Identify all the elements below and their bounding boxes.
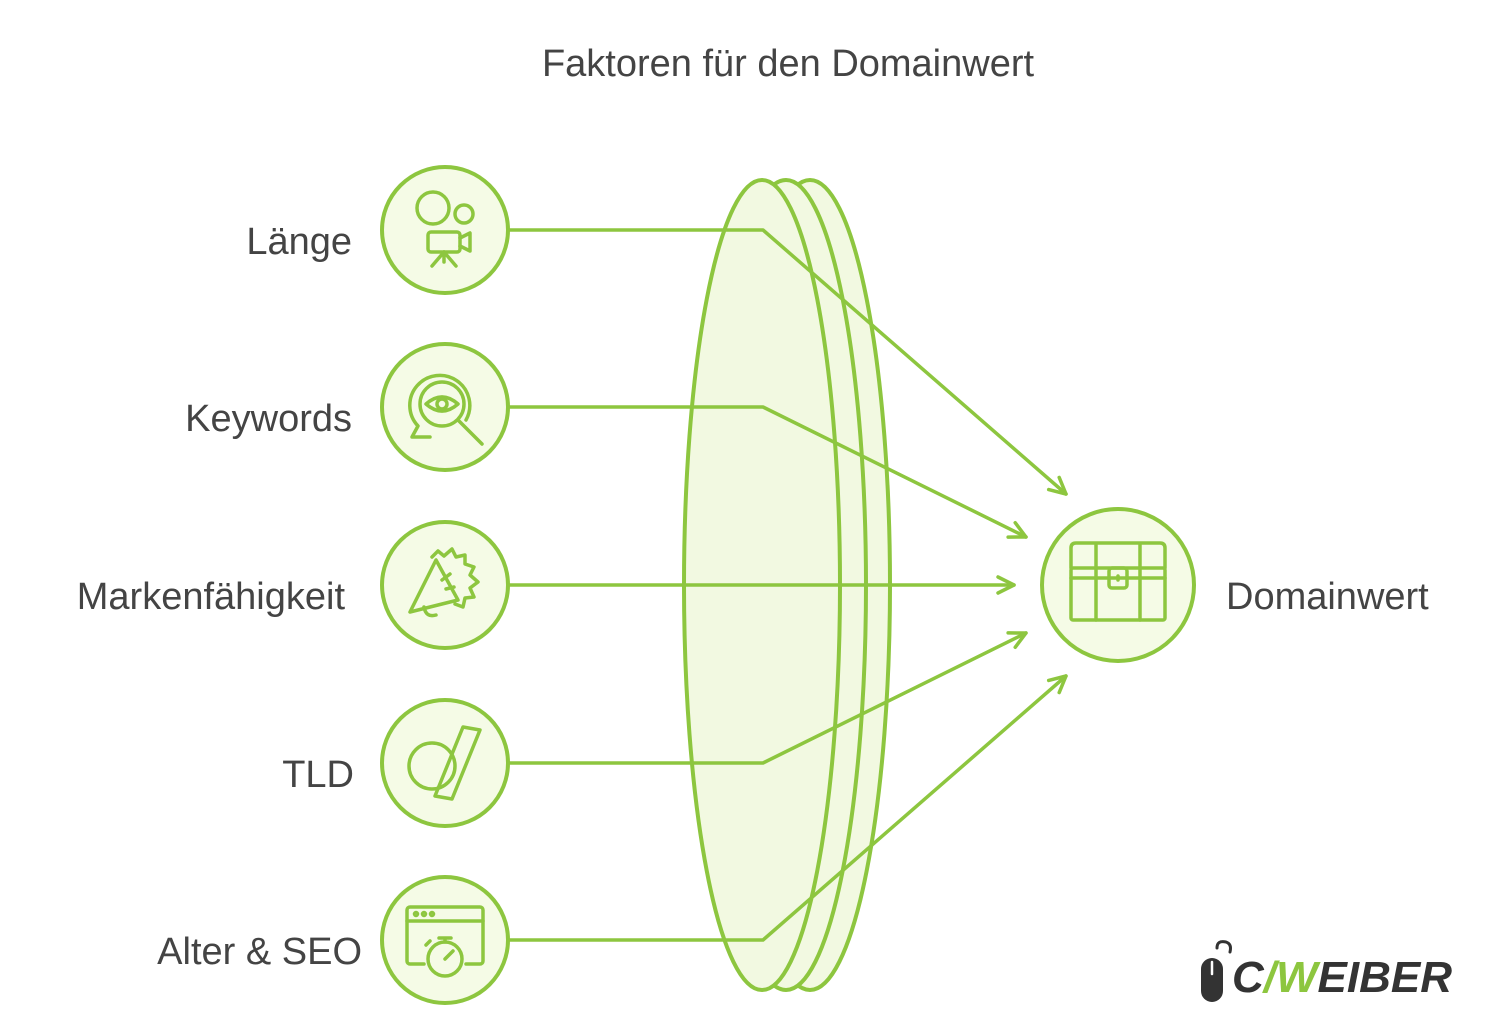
eye-magnifier-icon — [408, 373, 484, 446]
factor-label: TLD — [282, 754, 354, 796]
circle-slash-icon — [407, 725, 482, 801]
brand-accent-letter: W — [1276, 953, 1321, 1002]
factor-node-alter-seo: Alter & SEO — [157, 875, 510, 1005]
factor-node-laenge: Länge — [246, 165, 510, 295]
factor-label: Alter & SEO — [157, 931, 362, 973]
factor-label: Keywords — [185, 398, 352, 440]
arrow-keywords — [506, 405, 1028, 539]
browser-stopwatch-icon — [405, 905, 485, 978]
arrow-laenge — [506, 228, 1068, 496]
factor-label: Markenfähigkeit — [77, 576, 346, 618]
arrow-alter-seo — [506, 674, 1068, 942]
factor-node-tld: TLD — [282, 698, 510, 828]
megaphone-badge-icon — [408, 547, 480, 618]
brand-prefix: C — [1232, 953, 1265, 1002]
target-label: Domainwert — [1226, 576, 1429, 618]
camera-tripod-icon — [415, 190, 475, 268]
factor-node-markenfaehigkeit: Markenfähigkeit — [77, 520, 510, 650]
factor-label: Länge — [246, 221, 352, 263]
brand-wordmark: C/WEIBER — [1232, 953, 1452, 1002]
target-node-domainwert: Domainwert — [1040, 507, 1429, 663]
brand-logo: C/WEIBER — [1201, 940, 1452, 1002]
connector-arrows — [506, 228, 1068, 942]
page-title: Faktoren für den Domainwert — [542, 43, 1035, 85]
factor-node-keywords: Keywords — [185, 342, 510, 472]
arrow-tld — [506, 631, 1028, 765]
mouse-icon — [1201, 940, 1232, 1002]
treasure-chest-icon — [1069, 541, 1167, 622]
brand-suffix: EIBER — [1318, 953, 1453, 1002]
